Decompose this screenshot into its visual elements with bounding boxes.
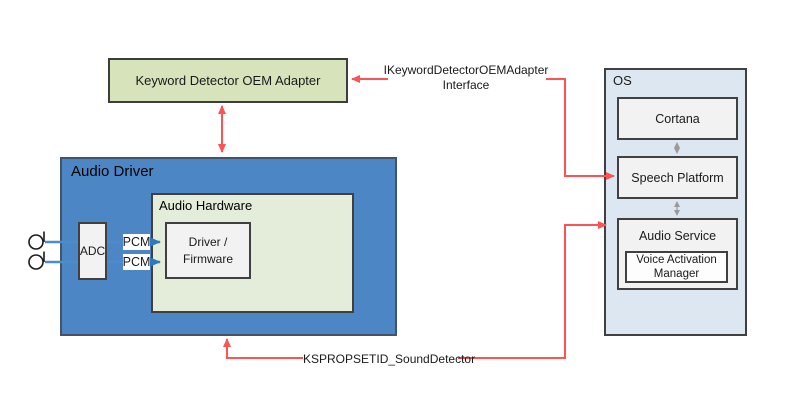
iface-connector-label: IKeywordDetectorOEMAdapter Interface [383,63,549,93]
driver-firmware-label: Driver / Firmware [183,235,233,266]
audio-hardware-label: Audio Hardware [159,198,253,213]
voice-activation-manager-label: Voice Activation Manager [636,253,717,280]
driver-firmware-box: Driver / Firmware [165,222,251,279]
voice-activation-manager-box: Voice Activation Manager [625,251,728,283]
os-box: OS Cortana Speech Platform Audio Service… [604,68,747,336]
keyword-detector-oem-adapter-label: Keyword Detector OEM Adapter [135,73,321,88]
ksprop-connector-label: KSPROPSETID_SoundDetector [303,351,476,367]
adc-box: ADC [78,222,107,280]
audio-hardware-box: Audio Hardware Driver / Firmware [151,193,354,313]
audio-driver-label: Audio Driver [71,163,154,180]
iface-connector-label-line2: Interface [442,78,490,92]
cortana-label: Cortana [655,111,700,126]
iface-connector-label-line1: IKeywordDetectorOEMAdapter [383,63,549,77]
audio-driver-box: Audio Driver Audio Hardware Driver / Fir… [60,157,397,336]
keyword-detector-oem-adapter-box: Keyword Detector OEM Adapter [108,58,348,103]
speech-platform-box: Speech Platform [617,156,738,199]
os-label: OS [613,73,632,88]
microphone-icon [28,251,45,270]
cortana-box: Cortana [617,97,738,140]
pcm-label-bottom: PCM [122,254,151,270]
speech-platform-label: Speech Platform [631,170,724,185]
audio-service-label: Audio Service [638,229,717,243]
pcm-label-top: PCM [122,234,151,250]
adc-label: ADC [79,244,106,258]
audio-service-box: Audio Service Voice Activation Manager [617,218,738,290]
microphone-icon [28,231,45,250]
